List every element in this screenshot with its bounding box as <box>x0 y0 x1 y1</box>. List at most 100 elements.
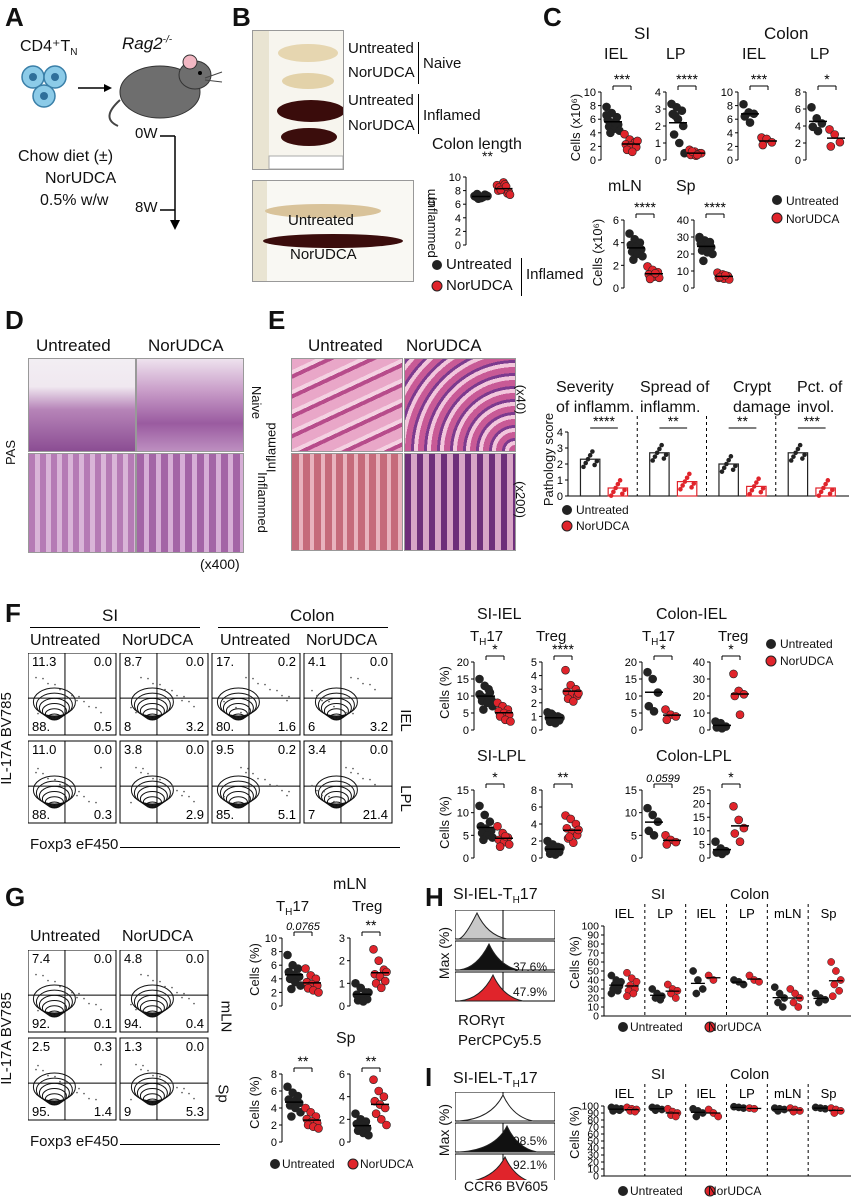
y-tick-label: 25 <box>693 785 705 797</box>
y-tick-label: 15 <box>625 785 637 797</box>
data-point <box>730 829 740 838</box>
event-dot <box>140 771 142 774</box>
data-point <box>556 843 565 853</box>
event-dot <box>183 992 185 995</box>
event-dot <box>311 784 313 787</box>
diet-line-2: NorUDCA <box>45 170 117 187</box>
contour-line <box>314 775 358 805</box>
contour-line <box>32 984 76 1014</box>
event-dot <box>95 706 97 709</box>
event-dot <box>47 682 49 685</box>
data-point <box>364 1130 373 1140</box>
c-si-lp: LP <box>666 46 686 63</box>
data-point <box>495 842 505 851</box>
f-si-iel-title: SI-IEL <box>477 606 522 623</box>
f-colon-iel-title: Colon-IEL <box>656 606 728 623</box>
category-label: Sp <box>821 1086 837 1101</box>
event-dot <box>35 676 37 679</box>
data-point <box>739 99 748 109</box>
event-dot <box>235 801 237 804</box>
y-tick-label: 80 <box>587 939 599 951</box>
y-tick-label: 2 <box>455 226 461 238</box>
panel-c-label: C <box>543 2 562 32</box>
event-dot <box>176 694 178 697</box>
data-point <box>565 832 574 842</box>
event-dot <box>76 699 78 702</box>
event-dot <box>152 1074 154 1077</box>
contour-line <box>44 796 64 808</box>
quadrant-value: 7 <box>308 807 315 822</box>
data-point <box>369 945 378 954</box>
data-point <box>747 491 752 497</box>
h-ylabel-chart: Cells (%) <box>566 936 582 989</box>
y-tick-label: 20 <box>693 691 705 703</box>
event-dot <box>176 991 178 994</box>
quadrant-value: 0.5 <box>94 719 112 734</box>
event-dot <box>374 783 376 786</box>
event-dot <box>135 766 137 769</box>
y-tick-label: 80 <box>587 1115 599 1127</box>
sig-label: ** <box>366 1053 377 1069</box>
data-point <box>671 111 680 121</box>
contour-line <box>142 796 162 808</box>
y-tick-label: 4 <box>339 1092 345 1104</box>
data-point <box>590 449 595 454</box>
y-tick-label: 6 <box>727 114 733 126</box>
data-point <box>760 486 766 491</box>
y-tick-label: 3 <box>339 933 345 945</box>
panel-e-label: E <box>268 305 286 335</box>
y-tick-label: 10 <box>265 933 277 945</box>
i-legend-norudca: NorUDCA <box>708 1184 762 1198</box>
event-dot <box>76 794 78 797</box>
y-tick-label: 0 <box>531 853 537 865</box>
event-dot <box>88 1097 90 1100</box>
event-dot <box>35 1068 37 1071</box>
y-tick-label: 10 <box>457 808 469 820</box>
data-point <box>479 835 488 845</box>
d-photo-naive-untreated <box>28 358 136 452</box>
f-col-2: NorUDCA <box>122 632 194 649</box>
data-point <box>823 481 828 487</box>
event-dot <box>135 1063 137 1066</box>
c-mln-title: mLN <box>608 178 642 195</box>
h-legend-untreated: Untreated <box>630 1020 683 1034</box>
f-treg-2: Treg <box>718 628 749 645</box>
y-tick-label: 8 <box>271 1069 277 1081</box>
quadrant-value: 3.2 <box>370 719 388 734</box>
sig-label: *** <box>751 71 768 87</box>
event-dot <box>42 1069 44 1072</box>
contour-line <box>35 692 73 718</box>
e-mag-40: (x40) <box>513 384 529 415</box>
event-dot <box>159 980 161 983</box>
data-point <box>484 684 493 694</box>
y-tick-label: 2 <box>339 1114 345 1126</box>
b-row-2: NorUDCA <box>348 64 415 81</box>
sig-label: *** <box>804 416 821 429</box>
g-col-1: Untreated <box>30 928 101 945</box>
event-dot <box>276 784 278 787</box>
data-point <box>730 691 740 701</box>
y-tick-label: 4 <box>795 121 801 133</box>
data-point <box>671 837 681 847</box>
y-tick-label: 30 <box>587 1150 599 1162</box>
panel-d-label: D <box>5 305 24 335</box>
data-point <box>379 1092 389 1101</box>
event-dot <box>83 1092 85 1095</box>
sig-label: * <box>728 769 734 785</box>
data-point <box>813 126 823 136</box>
quadrant-value: 11.0 <box>32 742 56 757</box>
data-point <box>714 1112 723 1121</box>
event-dot <box>142 1064 144 1067</box>
y-tick-label: 90 <box>587 1108 599 1120</box>
f-legend-untreated: Untreated <box>780 637 833 651</box>
data-point <box>812 114 822 123</box>
data-point <box>382 967 391 977</box>
colon-photo-1 <box>252 30 345 170</box>
y-tick-label: 3 <box>655 104 661 116</box>
category-label: mLN <box>774 1086 801 1101</box>
